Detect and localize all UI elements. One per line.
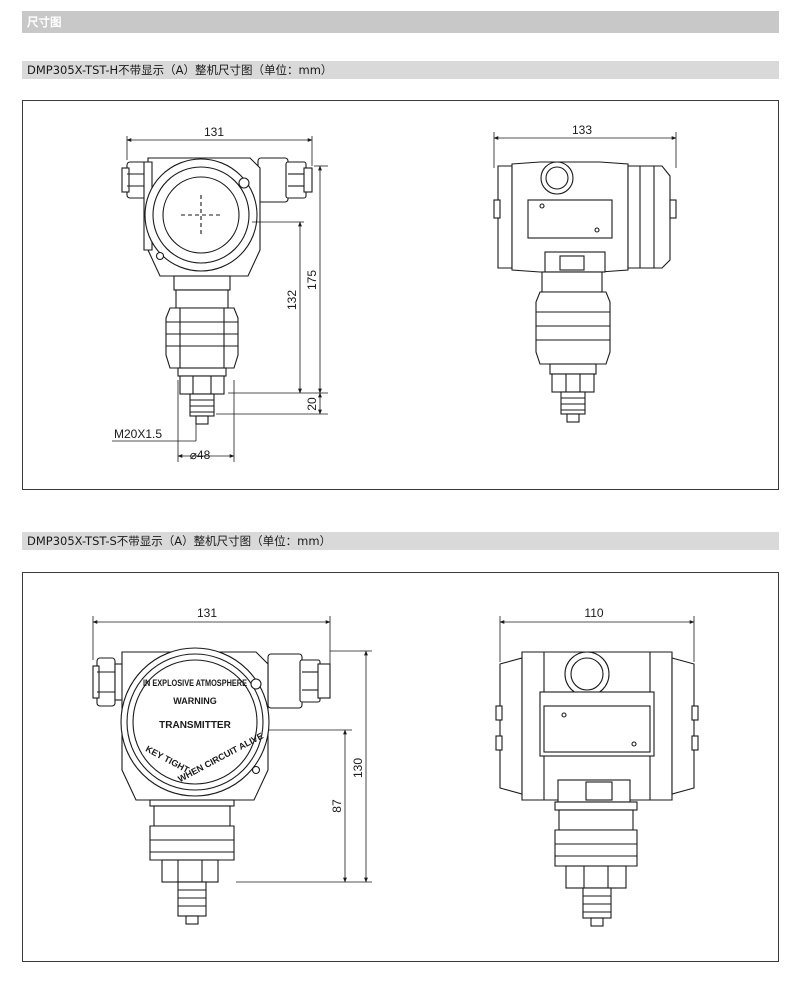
dim-diameter-h-front: ⌀48 [190, 448, 211, 462]
cover-text-warning: WARNING [173, 696, 217, 706]
front-view-s [92, 647, 331, 925]
side-view-s [495, 651, 699, 927]
dimension-lines-s-side [499, 616, 695, 662]
dim-height1-h-front: 132 [285, 290, 299, 310]
section-title-s: DMP305X-TST-S不带显示（A）整机尺寸图（单位：mm） [22, 532, 779, 550]
dimension-lines-s-front [92, 616, 372, 883]
dim-width-s-side: 110 [584, 606, 603, 620]
dim-thread-h-front: M20X1.5 [114, 427, 162, 441]
cover-text-main: TRANSMITTER [159, 720, 231, 731]
section-title-h: DMP305X-TST-H不带显示（A）整机尺寸图（单位：mm） [22, 61, 779, 79]
dim-width-h-front: 131 [204, 125, 224, 139]
side-view-h [493, 161, 677, 423]
dim-height1-s-front: 87 [330, 799, 344, 813]
front-view-h [121, 157, 313, 425]
dim-fitting-h-front: 20 [305, 397, 319, 411]
dim-width-h-side: 133 [572, 123, 592, 137]
page-title: 尺寸图 [22, 11, 779, 33]
dim-height2-s-front: 130 [351, 758, 365, 778]
dim-height2-h-front: 175 [305, 270, 319, 290]
cover-text-top: IN EXPLOSIVE ATMOSPHERE [143, 678, 247, 688]
dimension-lines-h-side [493, 132, 677, 168]
dimension-lines-h-front [112, 136, 328, 462]
dim-width-s-front: 131 [197, 606, 217, 620]
